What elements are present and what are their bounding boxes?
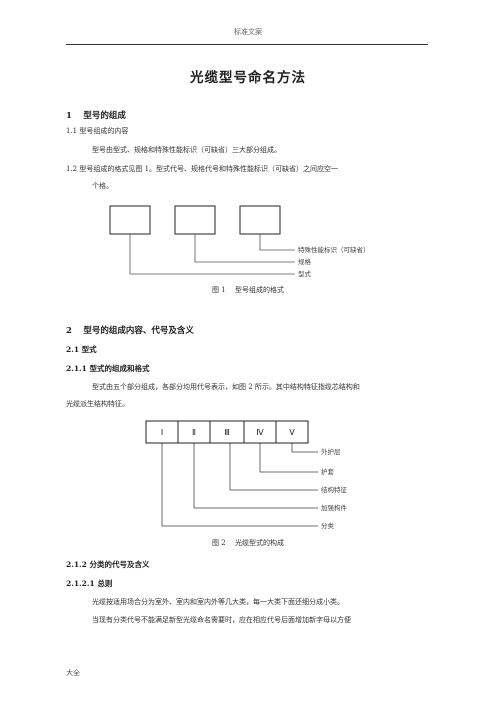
fig2-box-5-label: Ⅴ bbox=[289, 428, 295, 437]
fig2-line-3 bbox=[229, 443, 318, 491]
section-2-1-heading: 2.1 型式 bbox=[66, 345, 97, 354]
fig1-label-special: 特殊性能标识（可缺省） bbox=[298, 245, 370, 254]
fig1-line-spec bbox=[194, 234, 295, 263]
fig1-label-spec: 规格 bbox=[298, 257, 312, 266]
section-1-2-text-line1: 1.2 型号组成的格式见图 1。型式代号、规格代号和特殊性能标识（可缺省）之间应… bbox=[66, 165, 339, 173]
header-divider bbox=[66, 44, 428, 45]
section-2-1-2-heading: 2.1.2 分类的代号及含义 bbox=[66, 560, 150, 569]
fig2-label-category: 分类 bbox=[321, 521, 335, 530]
page-footer: 大全 bbox=[66, 669, 80, 677]
figure-1-caption: 图 1 型号组成的格式 bbox=[212, 286, 284, 294]
section-2-1-1-text-line2: 光缆派生结构特征。 bbox=[66, 400, 129, 408]
fig2-label-outer-layer: 外护层 bbox=[321, 447, 341, 456]
fig2-label-structure: 结构特征 bbox=[321, 485, 348, 494]
fig1-box-type bbox=[109, 205, 151, 235]
fig2-line-1 bbox=[161, 443, 318, 527]
fig1-line-type bbox=[129, 234, 295, 275]
fig2-box-1-label: Ⅰ bbox=[161, 428, 163, 437]
fig2-label-strength-member: 加强构件 bbox=[321, 503, 348, 512]
fig2-box-3-label: Ⅲ bbox=[224, 428, 230, 437]
page-header: 标准文案 bbox=[234, 28, 262, 36]
section-1-1-heading: 1.1 型号组成的内容 bbox=[66, 127, 129, 135]
fig1-line-special bbox=[259, 234, 295, 251]
figure-2-caption: 图 2 光缆型式的构成 bbox=[212, 539, 284, 547]
fig2-line-5 bbox=[291, 443, 318, 453]
section-1-2-text-line2: 个格。 bbox=[92, 182, 113, 190]
section-2-1-2-1-text: 光缆按适用场合分为室外、室内和室内外等几大类，每一大类下面还细分成小类。 bbox=[92, 598, 344, 606]
fig1-label-type: 型式 bbox=[298, 269, 312, 278]
figure-1-diagram: 特殊性能标识（可缺省） 规格 型式 bbox=[109, 205, 370, 278]
section-2-1-2-1-text-2: 当现有分类代号不能满足新型光缆命名需要时，应在相应代号后面增加新字母以方便 bbox=[92, 616, 351, 624]
fig2-box-2-label: Ⅱ bbox=[192, 428, 196, 437]
section-1-heading: 1 型号的组成 bbox=[66, 111, 126, 121]
fig1-box-spec bbox=[174, 205, 216, 235]
fig2-box-4-label: Ⅳ bbox=[256, 428, 264, 437]
section-2-1-1-heading: 2.1.1 型式的组成和格式 bbox=[66, 364, 150, 373]
fig1-box-special bbox=[239, 205, 281, 235]
fig2-line-4 bbox=[259, 443, 318, 473]
section-2-heading: 2 型号的组成内容、代号及含义 bbox=[66, 326, 194, 336]
document-title: 光缆型号命名方法 bbox=[190, 70, 306, 86]
fig2-line-2 bbox=[193, 443, 318, 509]
section-2-1-2-1-heading: 2.1.2.1 总则 bbox=[66, 579, 113, 588]
section-1-1-text: 型号由型式、规格和特殊性能标识（可缺省）三大部分组成。 bbox=[92, 146, 281, 154]
figure-2-diagram: Ⅰ Ⅱ Ⅲ Ⅳ Ⅴ 外护层 护套 结构特征 加强构件 分类 bbox=[145, 420, 348, 530]
fig2-label-sheath: 护套 bbox=[321, 467, 335, 476]
section-2-1-1-text-line1: 型式由五个部分组成，各部分均用代号表示，如图 2 所示。其中结构特征指缆芯结构和 bbox=[92, 383, 360, 391]
